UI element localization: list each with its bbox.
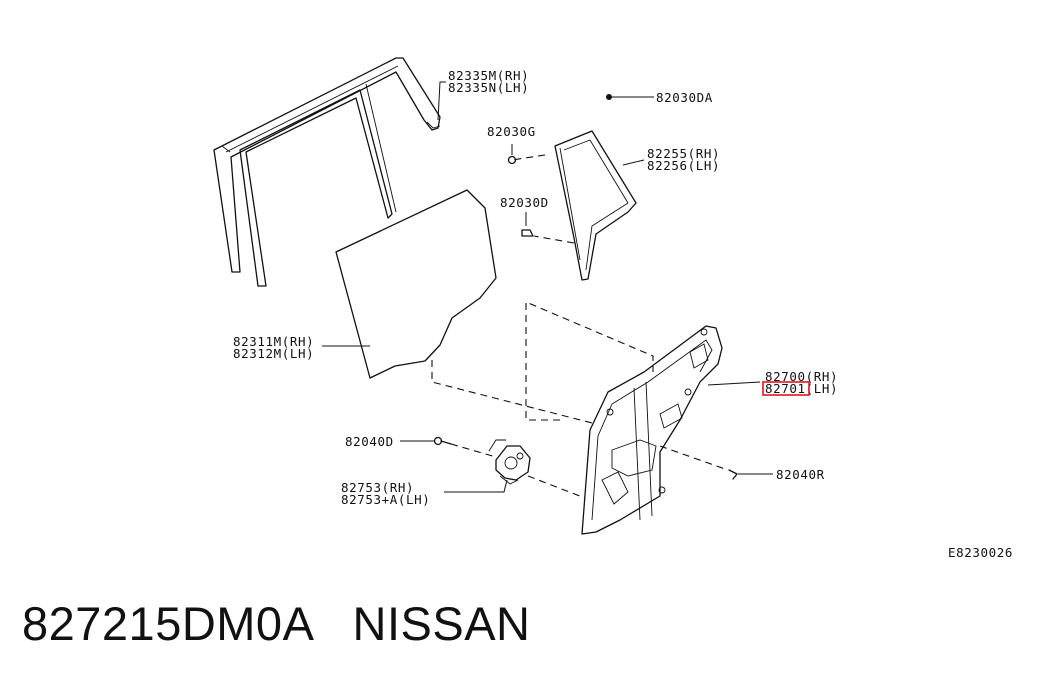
label-82335-rh: 82335M(RH) [448,68,529,83]
label-82700[interactable]: 82700(RH) 82701(LH) [762,369,838,396]
label-82753A-lh: 82753+A(LH) [341,492,430,507]
part-caption: 827215DM0A NISSAN [22,596,531,651]
door-glass [335,189,497,379]
part-highlight-box [762,381,810,396]
bolt-82040D [400,436,452,446]
label-82753: 82753(RH) 82753+A(LH) [341,480,430,507]
label-82335-lh: 82335N(LH) [448,80,529,95]
regulator-motor [488,439,531,485]
label-82030G: 82030G [487,124,536,139]
part-number: 827215DM0A [22,597,312,650]
label-82701-suffix: (LH) [806,381,839,396]
label-82753-rh: 82753(RH) [341,480,414,495]
label-82256-lh: 82256(LH) [647,158,720,173]
leader-lines [322,81,761,493]
label-82701-lh[interactable]: 82701(LH) [765,381,838,396]
label-82700-rh: 82700(RH) [765,369,838,384]
label-82701-part[interactable]: 82701 [765,381,806,396]
label-82312-lh: 82312M(LH) [233,346,314,361]
label-82255: 82255(RH) 82256(LH) [647,146,720,173]
fastener-82030G [507,144,517,165]
brand-name: NISSAN [352,597,531,650]
bolt-82040R [728,469,773,480]
window-regulator [581,325,723,535]
label-82255-rh: 82255(RH) [647,146,720,161]
glass-run-channel [213,57,441,287]
fastener-82030DA [606,94,654,100]
partition-sash [554,130,637,281]
assembly-guide-lines [431,154,729,499]
label-82030D: 82030D [500,195,549,210]
label-82311: 82311M(RH) 82312M(LH) [233,334,314,361]
label-82040D: 82040D [345,434,394,449]
label-82335: 82335M(RH) 82335N(LH) [448,68,529,95]
diagram-code: E8230026 [948,545,1013,560]
fastener-82030D [521,212,534,237]
label-82311-rh: 82311M(RH) [233,334,314,349]
label-82030DA: 82030DA [656,90,713,105]
label-82040R: 82040R [776,467,825,482]
